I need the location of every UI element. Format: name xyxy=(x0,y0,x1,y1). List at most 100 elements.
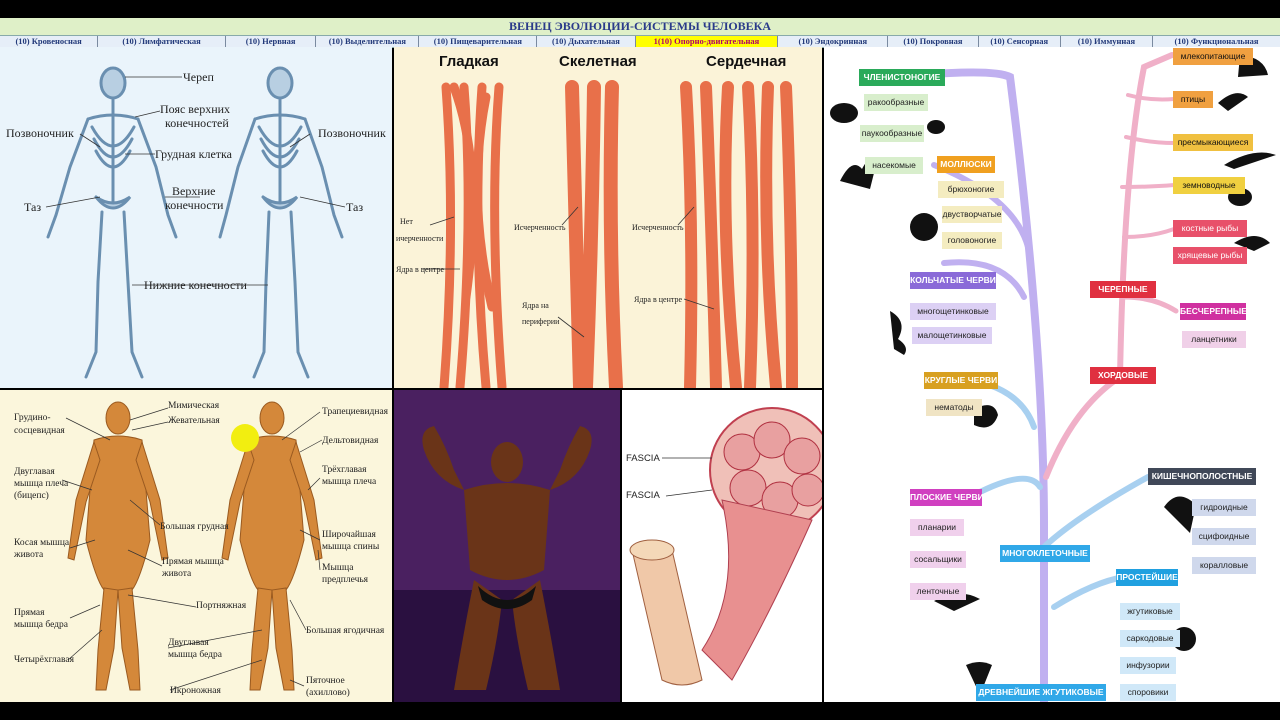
skeleton-figures xyxy=(45,66,346,379)
node-sarkodovye[interactable]: саркодовые xyxy=(1120,630,1180,647)
node-mollyuski[interactable]: МОЛЛЮСКИ xyxy=(937,156,995,173)
label-zhevatelnaya: Жевательная xyxy=(168,416,220,426)
node-cherepnye[interactable]: ЧЕРЕПНЫЕ xyxy=(1090,281,1156,298)
label-pozvonochnik-right: Позвоночник xyxy=(318,126,386,140)
node-ptitsy[interactable]: птицы xyxy=(1173,91,1213,108)
label-poyas-1: Пояс верхних xyxy=(160,102,231,116)
node-bryuhonogie[interactable]: брюхоногие xyxy=(938,181,1004,198)
node-kolchatye[interactable]: КОЛЬЧАТЫЕ ЧЕРВИ xyxy=(910,272,996,289)
label-pozvonochnik-left: Позвоночник xyxy=(6,126,74,140)
label-kosaya-1: Косая мышца xyxy=(14,538,70,548)
lizard-icon xyxy=(1224,152,1276,169)
node-gidroidnye[interactable]: гидроидные xyxy=(1192,499,1256,516)
label-shirochaishaya-2: мышца спины xyxy=(322,542,380,552)
tendon-illustration xyxy=(629,407,822,686)
tendon-panel: FASCIA FASCIA xyxy=(622,390,822,702)
node-kruglye[interactable]: КРУГЛЫЕ ЧЕРВИ xyxy=(924,372,998,389)
bodybuilder-photo xyxy=(394,390,620,702)
node-bescherepnye[interactable]: БЕСЧЕРЕПНЫЕ xyxy=(1180,303,1247,320)
tab-pishchevaritelnaya[interactable]: (10) Пищеварительная xyxy=(419,36,538,47)
label-kosaya-2: живота xyxy=(14,550,44,560)
label-ischerch-2: Исчерченность xyxy=(632,223,684,232)
skeleton-panel: Череп Пояс верхних конечностей Позвоночн… xyxy=(0,47,392,388)
label-pryamaya-zh-2: живота xyxy=(162,569,192,579)
label-mimicheskaya: Мимическая xyxy=(168,401,220,411)
tab-vydelitelnaya[interactable]: (10) Выделительная xyxy=(316,36,420,47)
tab-nervnaya[interactable]: (10) Нервная xyxy=(226,36,317,47)
tab-pokrovnaya[interactable]: (10) Покровная xyxy=(888,36,979,47)
node-lantsetniki[interactable]: ланцетники xyxy=(1182,331,1246,348)
label-dvuglavaya-1: Двуглавая xyxy=(14,467,55,477)
label-ikronozhnaya: Икроножная xyxy=(170,686,221,696)
tab-oporno-dvigatelnaya[interactable]: 1(10) Опорно-двигательная xyxy=(635,36,779,47)
node-hryashchevye[interactable]: хрящевые рыбы xyxy=(1173,247,1247,264)
label-yadra-centre-1: Ядра в центре xyxy=(396,265,444,274)
node-sosalshchiki[interactable]: сосальщики xyxy=(910,551,966,568)
tab-funktsionalnaya[interactable]: (10) Функциональная xyxy=(1174,36,1259,46)
tab-dyhatelnaya[interactable]: (10) Дыхательная xyxy=(537,36,636,47)
label-dvuglavaya-b-2: мышца бедра xyxy=(168,650,222,660)
node-nematody[interactable]: нематоды xyxy=(926,399,982,416)
heading-skeletnaya: Скелетная xyxy=(559,53,637,70)
tab-sensornaya[interactable]: (10) Сенсорная xyxy=(979,36,1061,47)
label-grudino-2: сосцевидная xyxy=(14,426,65,436)
label-pryamaya-b-2: мышца бедра xyxy=(14,620,68,630)
node-korallovye[interactable]: коралловые xyxy=(1192,557,1256,574)
label-taz-right: Таз xyxy=(346,200,364,214)
node-presmyk[interactable]: пресмыкающиеся xyxy=(1173,134,1253,151)
node-kishechnopolost[interactable]: КИШЕЧНОПОЛОСТНЫЕ xyxy=(1148,468,1256,485)
node-planarii[interactable]: планарии xyxy=(910,519,964,536)
muscles-panel: Грудино- сосцевидная Мимическая Жеватель… xyxy=(0,390,392,702)
node-zemnovodnye[interactable]: земноводные xyxy=(1173,177,1245,194)
node-golovonogie[interactable]: головоногие xyxy=(942,232,1002,249)
node-prosteishie[interactable]: ПРОСТЕЙШИЕ xyxy=(1116,569,1178,586)
node-nasekomye[interactable]: насекомые xyxy=(865,157,923,174)
tab-limfaticheskaya[interactable]: (10) Лимфатическая xyxy=(98,36,227,47)
flagellate-icon xyxy=(966,662,992,695)
tab-krovenosnaya[interactable]: (10) Кровеносная xyxy=(0,36,99,47)
label-pyatochnoe-1: Пяточное xyxy=(306,676,345,686)
snail-icon xyxy=(910,213,938,241)
bottom-letterbox xyxy=(0,702,1280,720)
muscle-tissue-panel: Гладкая Скелетная Сердечная Нет ичерченн… xyxy=(394,47,822,388)
heading-serdechnaya: Сердечная xyxy=(706,53,787,70)
label-chetyryoh: Четырёхглавая xyxy=(14,655,74,665)
tab-endokrinnaya[interactable]: (10) Эндокринная xyxy=(778,36,889,47)
label-dvuglavaya-b-1: Двуглавая xyxy=(168,638,209,648)
node-hordovye[interactable]: ХОРДОВЫЕ xyxy=(1090,367,1156,384)
label-net-1: Нет xyxy=(400,217,413,226)
label-verhnie-2: конечности xyxy=(165,198,224,212)
node-mnogoshchet[interactable]: многощетинковые xyxy=(910,303,996,320)
node-kostnye[interactable]: костные рыбы xyxy=(1173,220,1247,237)
label-trapets: Трапециевидная xyxy=(322,407,389,417)
label-nizhnie: Нижние конечности xyxy=(144,278,247,292)
node-sporoviki[interactable]: споровики xyxy=(1120,684,1176,701)
label-predpl-1: Мышца xyxy=(322,563,354,573)
organism-silhouettes xyxy=(830,55,1276,695)
node-rakoobraznye[interactable]: ракообразные xyxy=(864,94,928,111)
node-chlenistonogie[interactable]: ЧЛЕНИСТОНОГИЕ xyxy=(859,69,945,86)
node-stsifoidnye[interactable]: сцифоидные xyxy=(1192,528,1256,545)
label-pyatochnoe-2: (ахиллово) xyxy=(306,688,350,698)
node-mlekopit[interactable]: млекопитающие xyxy=(1173,48,1253,65)
node-zhgutikovye[interactable]: жгутиковые xyxy=(1120,603,1180,620)
phylogenetic-tree-panel: ЧЛЕНИСТОНОГИЕ ракообразные паукообразные… xyxy=(824,47,1280,702)
label-dvuglavaya-3: (бицепс) xyxy=(14,491,49,501)
node-ploskie[interactable]: ПЛОСКИЕ ЧЕРВИ xyxy=(910,489,984,506)
node-mnogokletochnye[interactable]: МНОГОКЛЕТОЧНЫЕ xyxy=(1000,545,1090,562)
highlight-circle xyxy=(231,424,259,452)
label-bolshaya-yagod: Большая ягодичная xyxy=(306,626,385,636)
jellyfish-icon xyxy=(1164,496,1196,533)
label-yadra-centre-2: Ядра в центре xyxy=(634,295,682,304)
node-drevneishie[interactable]: ДРЕВНЕЙШИЕ ЖГУТИКОВЫЕ xyxy=(976,684,1106,701)
node-paukoobraznye[interactable]: паукообразные xyxy=(860,125,924,142)
label-taz-left: Таз xyxy=(24,200,42,214)
node-dvustvorchatye[interactable]: двустворчатые xyxy=(942,206,1002,223)
node-infuzorii[interactable]: инфузории xyxy=(1120,657,1176,674)
node-maloshchet[interactable]: малощетинковые xyxy=(912,327,992,344)
node-lentochnye[interactable]: ленточные xyxy=(910,583,966,600)
crab-icon xyxy=(830,103,858,123)
label-poyas-2: конечностей xyxy=(165,116,229,130)
label-ischerch-1: Исчерченность xyxy=(514,223,566,232)
tab-immunnaya[interactable]: (10) Иммунная xyxy=(1061,36,1154,47)
